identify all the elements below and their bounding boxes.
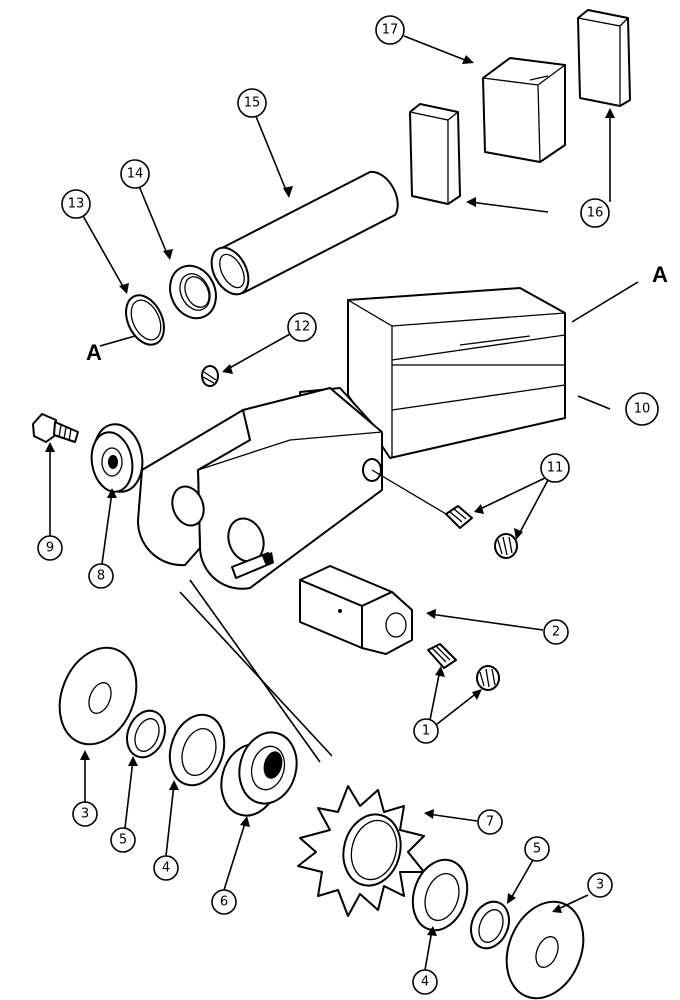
callout-17: 17: [375, 15, 405, 45]
part-2-shaft: [299, 565, 413, 655]
part-9-bolt: [32, 413, 79, 443]
callout-15-label: 15: [244, 96, 261, 111]
callout-1: 1: [413, 718, 439, 744]
callout-16: 16: [580, 198, 610, 228]
callout-9: 9: [37, 535, 63, 561]
part-11-cap: [494, 533, 518, 559]
callout-5-left: 5: [110, 827, 136, 853]
part-11-grease-fitting: [371, 469, 473, 529]
part-1-grease-fitting: [427, 643, 457, 669]
part-4-seal-right: [411, 858, 469, 932]
callout-7: 7: [477, 809, 503, 835]
part-13-snap-ring: [125, 294, 165, 346]
part-3-washer-left: [58, 646, 138, 746]
callout-11-label: 11: [547, 461, 564, 476]
part-5-spacer-left: [126, 709, 166, 759]
callout-4-left-label: 4: [162, 861, 170, 876]
callout-3-left: 3: [72, 801, 98, 827]
callout-14: 14: [120, 159, 150, 189]
callout-3-right-label: 3: [596, 878, 604, 893]
callout-13: 13: [61, 189, 91, 219]
part-16-pad-lower: [409, 103, 461, 205]
part-1-cap: [476, 665, 500, 691]
part-7-sprocket: [297, 785, 425, 917]
part-3-washer-right: [505, 900, 585, 1000]
part-14-bushing: [169, 264, 217, 320]
callout-6-label: 6: [220, 895, 228, 910]
callout-11: 11: [540, 453, 570, 483]
callout-16-label: 16: [587, 206, 604, 221]
callout-5-right-label: 5: [533, 842, 541, 857]
callout-2: 2: [543, 619, 569, 645]
leader-lines: [49, 35, 639, 971]
part-17-block: [482, 57, 566, 163]
callout-8-label: 8: [97, 569, 105, 584]
part-15-pin: [210, 170, 399, 296]
section-mark-left: A: [86, 340, 102, 365]
callout-8: 8: [88, 563, 114, 589]
callout-5-left-label: 5: [119, 833, 127, 848]
callout-3-left-label: 3: [81, 807, 89, 822]
part-6-bearing: [220, 731, 298, 817]
section-mark-right: A: [652, 262, 668, 287]
callout-7-label: 7: [486, 815, 494, 830]
callout-3-right: 3: [587, 872, 613, 898]
callout-14-label: 14: [127, 167, 144, 182]
callout-9-label: 9: [46, 541, 54, 556]
callout-4-right-label: 4: [421, 975, 429, 990]
part-16-pad-upper: [577, 9, 631, 107]
part-8-roller: [90, 423, 144, 493]
arrow-heads: [45, 55, 615, 936]
part-10-arm: [136, 287, 566, 590]
callout-12-label: 12: [294, 320, 311, 335]
callout-17-label: 17: [382, 23, 399, 38]
part-12-set-screw: [201, 365, 219, 387]
callout-15: 15: [237, 88, 267, 118]
callout-5-right: 5: [524, 836, 550, 862]
callout-4-right: 4: [412, 969, 438, 995]
callout-13-label: 13: [68, 197, 85, 212]
part-5-spacer-right: [470, 900, 510, 950]
callout-6: 6: [211, 889, 237, 915]
callout-10: 10: [625, 392, 659, 426]
callout-12: 12: [287, 312, 317, 342]
callout-10-label: 10: [634, 402, 651, 417]
callout-4-left: 4: [153, 855, 179, 881]
callout-1-label: 1: [422, 724, 430, 739]
assembly-center-line: [179, 591, 333, 757]
part-4-seal-left: [168, 713, 226, 787]
callout-2-label: 2: [552, 625, 560, 640]
